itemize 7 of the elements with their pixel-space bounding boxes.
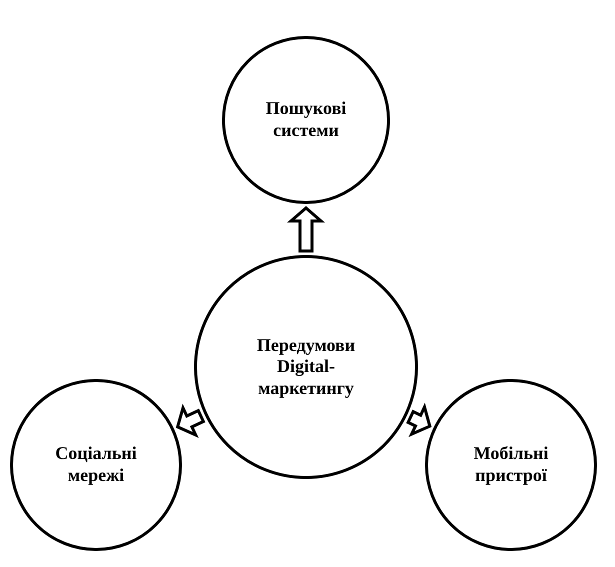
- block-arrow: [406, 402, 432, 438]
- node-label: Мобільні пристрої: [472, 443, 550, 487]
- node-label: Соціальні мережі: [54, 443, 138, 487]
- block-arrow: [286, 206, 326, 252]
- node-label: Пошукові системи: [264, 98, 348, 142]
- block-arrow: [176, 404, 206, 438]
- node-label: Передумови Digital-маркетингу: [256, 334, 356, 400]
